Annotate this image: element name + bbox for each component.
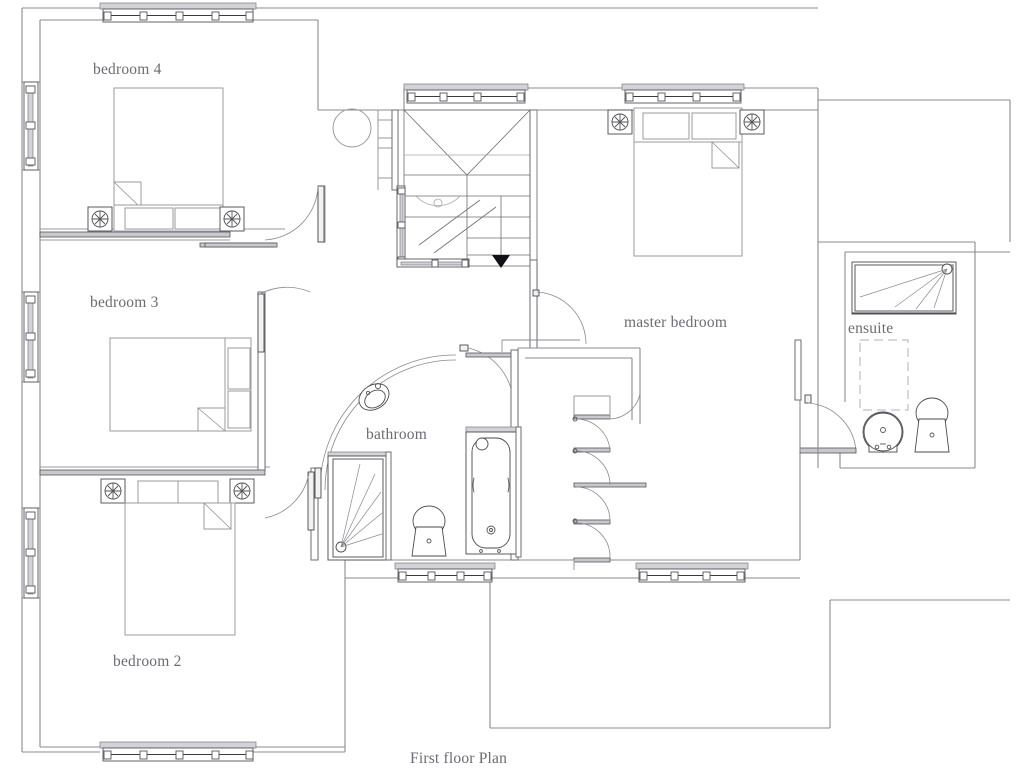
bedside-lamp-left-bedroom3: [100, 478, 126, 504]
bedside-lamp-right-master: [739, 109, 765, 135]
ensuite-walls: [817, 242, 975, 468]
bedside-lamp-right-bedroom4: [219, 206, 245, 232]
door-landing-hall: [459, 344, 515, 401]
window-bottom-bedroom2: [99, 741, 257, 762]
bed-bedroom-2: [124, 480, 236, 636]
door-bedroom-2: [264, 471, 315, 531]
window-top-master: [621, 83, 745, 104]
staircase: [403, 109, 531, 268]
window-left-upper: [23, 81, 39, 171]
landing-east-wall: [529, 109, 538, 349]
door-bedroom-3: [257, 286, 311, 353]
basin-bathroom: [358, 382, 390, 411]
shower-ensuite: [851, 261, 957, 315]
bedside-lamp-left-master: [607, 109, 633, 135]
room-label-master-bedroom: master bedroom: [624, 314, 727, 331]
window-left-middle: [23, 291, 39, 383]
room-label-bedroom-3: bedroom 3: [90, 294, 159, 311]
shower-bathroom: [327, 451, 392, 561]
landing-balustrade: [396, 185, 470, 268]
bed-bedroom-4: [113, 87, 224, 232]
door-ensuite: [799, 394, 857, 454]
airing-cupboard: [332, 108, 399, 191]
window-top-landing: [403, 83, 529, 104]
door-bedroom-4: [204, 185, 325, 248]
bedside-lamp-right-bedroom3: [229, 478, 255, 504]
window-bottom-master: [635, 562, 749, 583]
room-label-bedroom-2: bedroom 2: [113, 653, 182, 670]
wardrobe-master: [501, 339, 647, 570]
door-master-bedroom: [532, 289, 587, 345]
room-label-bedroom-4: bedroom 4: [93, 61, 162, 78]
wc-bathroom: [411, 505, 447, 557]
window-left-lower: [23, 507, 39, 599]
room-label-bathroom: bathroom: [366, 426, 427, 443]
window-top-bedroom4: [99, 2, 257, 23]
bathtub: [465, 426, 522, 558]
plan-title: First floor Plan: [410, 750, 507, 767]
bed-bedroom-3: [109, 337, 252, 432]
wc-ensuite: [914, 397, 950, 453]
window-bottom-bathroom: [394, 562, 496, 583]
bed-master: [633, 107, 743, 257]
bedside-lamp-left-bedroom4: [87, 206, 113, 232]
bath-ensuite-outline: [859, 339, 909, 411]
room-label-ensuite: ensuite: [848, 320, 893, 337]
master-east-detail: [794, 339, 802, 452]
basin-ensuite: [862, 411, 904, 453]
